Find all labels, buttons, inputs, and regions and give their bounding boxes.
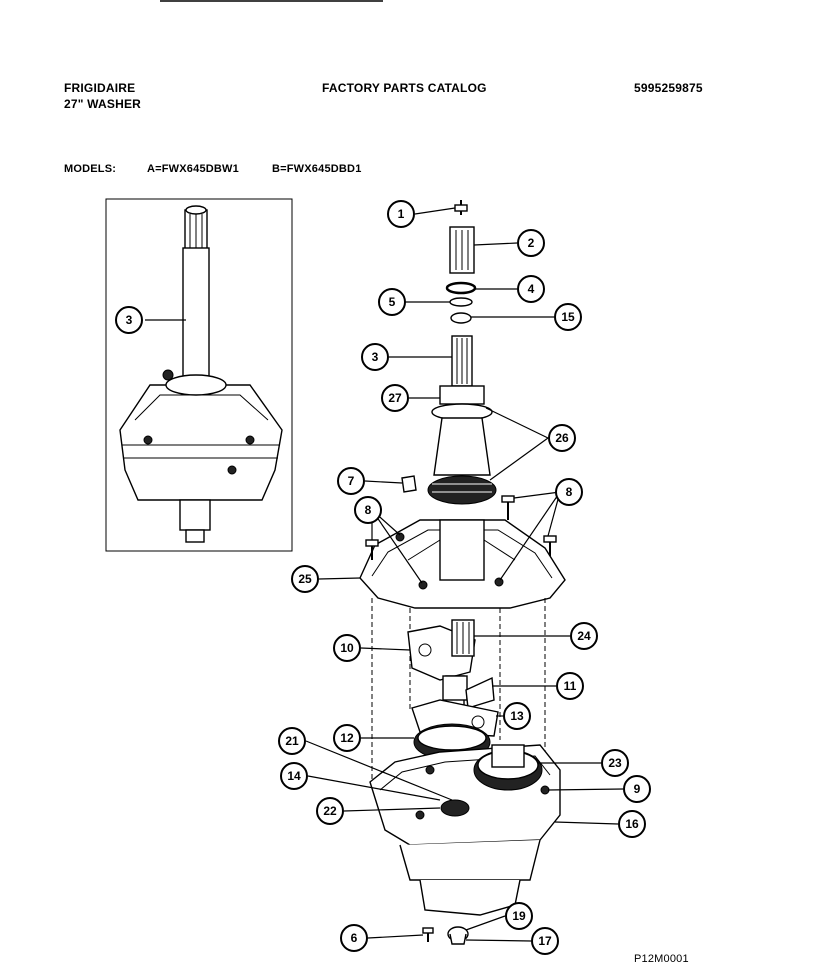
callout-1-label: 1 — [398, 207, 405, 221]
catalog-number: 5995259875 — [634, 81, 703, 95]
callout-2: 2 — [517, 229, 545, 257]
callout-26-label: 26 — [555, 431, 569, 445]
callout-9-label: 9 — [634, 782, 641, 796]
main-exploded-view — [359, 200, 566, 945]
callout-12: 12 — [333, 724, 361, 752]
callout-3-inset-label: 3 — [126, 313, 133, 327]
callout-6-label: 6 — [351, 931, 358, 945]
callout-10-label: 10 — [340, 641, 354, 655]
models-label: MODELS: — [64, 163, 117, 175]
callout-21-label: 21 — [285, 734, 299, 748]
callout-16-label: 16 — [625, 817, 639, 831]
page-code: P12M0001 — [634, 953, 689, 965]
callout-22-label: 22 — [323, 804, 337, 818]
callout-23-label: 23 — [608, 756, 622, 770]
callout-5-label: 5 — [389, 295, 396, 309]
callout-25: 25 — [291, 565, 319, 593]
callout-13: 13 — [503, 702, 531, 730]
callout-26: 26 — [548, 424, 576, 452]
callout-3: 3 — [361, 343, 389, 371]
callout-13-label: 13 — [510, 709, 524, 723]
callout-22: 22 — [316, 797, 344, 825]
callout-16: 16 — [618, 810, 646, 838]
callout-19-label: 19 — [512, 909, 526, 923]
callout-19: 19 — [505, 902, 533, 930]
callout-14-label: 14 — [287, 769, 301, 783]
callout-24-label: 24 — [577, 629, 591, 643]
callout-8-left: 8 — [354, 496, 382, 524]
product-label: 27" WASHER — [64, 97, 142, 111]
callout-10: 10 — [333, 634, 361, 662]
callout-27: 27 — [381, 384, 409, 412]
callout-17-label: 17 — [538, 934, 552, 948]
callout-2-label: 2 — [528, 236, 535, 250]
callout-6: 6 — [340, 924, 368, 952]
callout-14: 14 — [280, 762, 308, 790]
model-a: A=FWX645DBW1 — [147, 163, 239, 175]
screw-set-8 — [365, 495, 557, 590]
callout-8-right: 8 — [555, 478, 583, 506]
callout-11: 11 — [556, 672, 584, 700]
callout-27-label: 27 — [388, 391, 402, 405]
callout-11-label: 11 — [564, 679, 577, 693]
brand-label: FRIGIDAIRE — [64, 81, 136, 95]
callout-4: 4 — [517, 275, 545, 303]
callout-9: 9 — [623, 775, 651, 803]
callout-7-label: 7 — [348, 474, 355, 488]
callout-8-right-label: 8 — [566, 485, 573, 499]
callout-21: 21 — [278, 727, 306, 755]
callout-15-label: 15 — [561, 310, 575, 324]
callout-4-label: 4 — [528, 282, 535, 296]
callout-8-left-label: 8 — [365, 503, 372, 517]
inset-assembly-view — [105, 198, 293, 552]
callout-5: 5 — [378, 288, 406, 316]
callout-15: 15 — [554, 303, 582, 331]
callout-25-label: 25 — [298, 572, 312, 586]
callout-7: 7 — [337, 467, 365, 495]
callout-23: 23 — [601, 749, 629, 777]
model-b: B=FWX645DBD1 — [272, 163, 362, 175]
callout-12-label: 12 — [340, 731, 354, 745]
catalog-title: FACTORY PARTS CATALOG — [322, 81, 487, 95]
callout-3-label: 3 — [372, 350, 379, 364]
callout-1: 1 — [387, 200, 415, 228]
callout-17: 17 — [531, 927, 559, 955]
callout-3-inset: 3 — [115, 306, 143, 334]
callout-24: 24 — [570, 622, 598, 650]
